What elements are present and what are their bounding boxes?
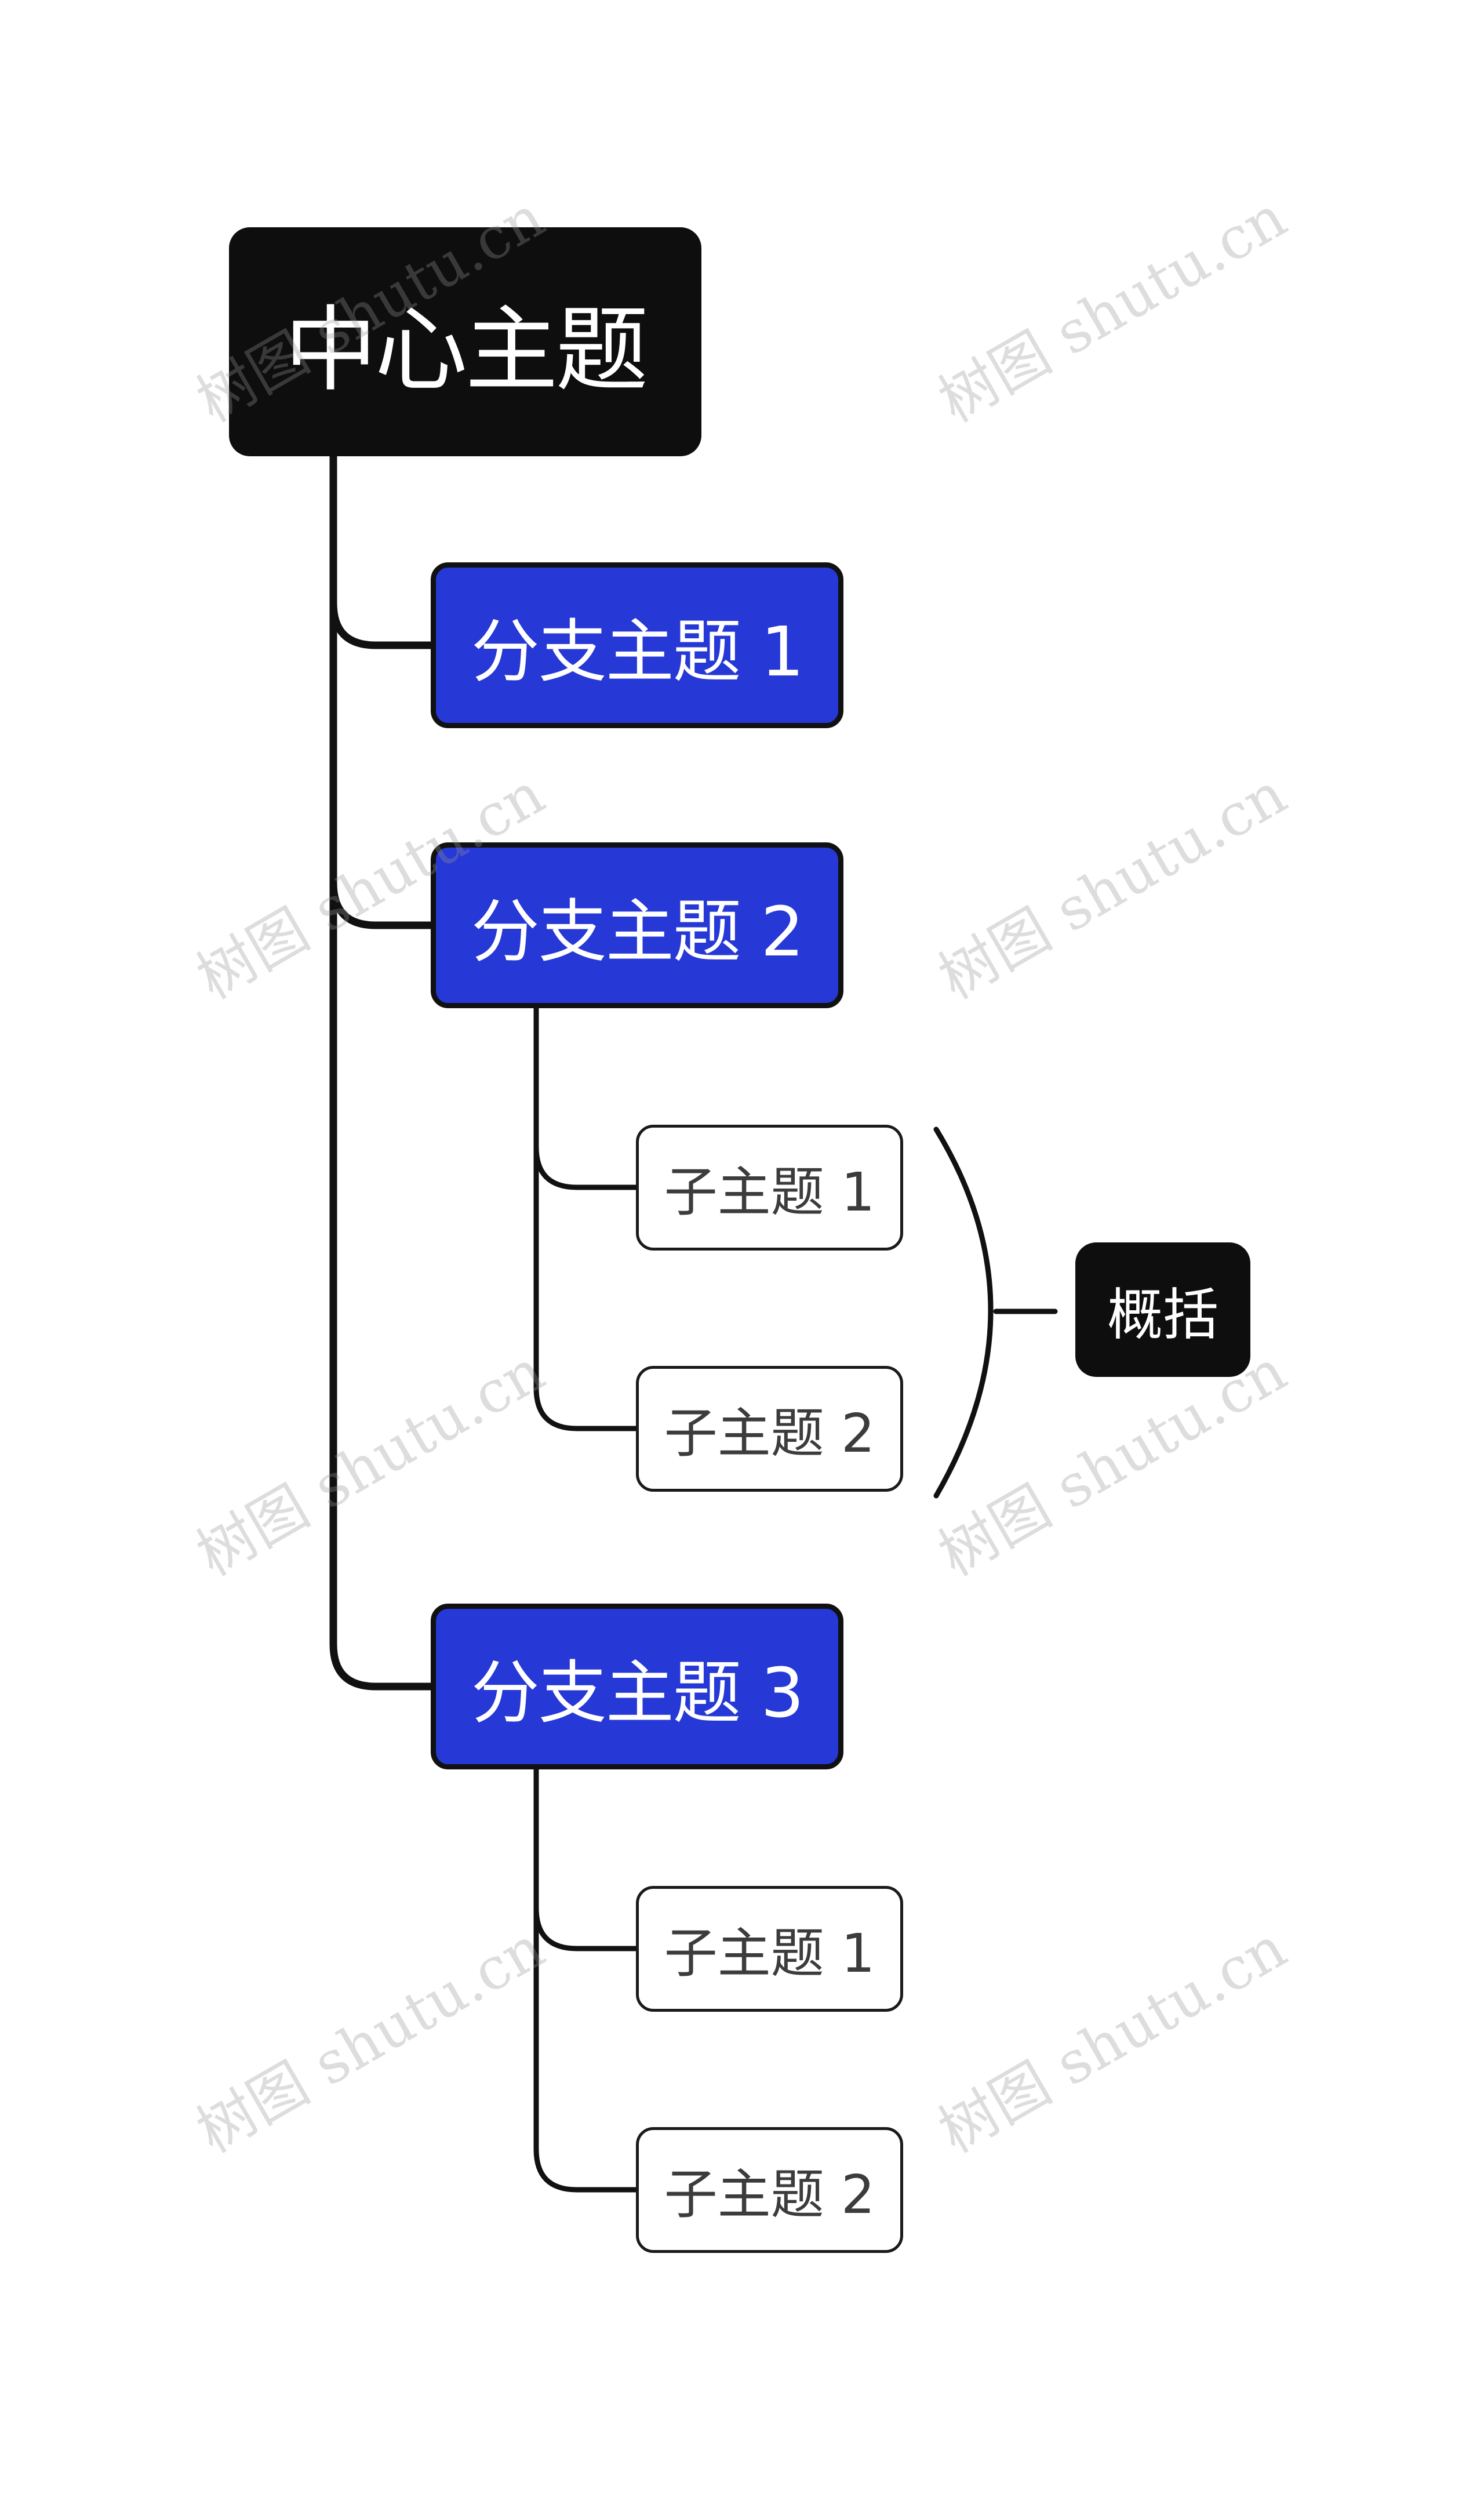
branch-topic-label: 分支主题 1 (471, 611, 805, 692)
subtopic-label: 子主题 1 (664, 1922, 875, 1984)
connector-root-branch-1 (329, 452, 435, 649)
central-topic-label: 中心主题 (284, 295, 648, 404)
summary-bracket (933, 1126, 994, 1499)
connector-branch-2-sub-2 (533, 1144, 639, 1431)
connector-root-branch-2 (329, 599, 435, 929)
branch-topic-label: 分支主题 3 (471, 1652, 805, 1733)
connector-root-branch-3 (329, 879, 435, 1691)
subtopic-label: 子主题 1 (664, 1161, 875, 1223)
branch-topic-1[interactable]: 分支主题 1 (431, 562, 843, 728)
connector-branch-3-sub-1 (533, 1767, 639, 1951)
subtopic-3-1[interactable]: 子主题 1 (636, 1886, 903, 2012)
connector-branch-3-sub-2 (533, 1905, 639, 2193)
connector-branch-2-sub-1 (533, 1005, 639, 1190)
branch-topic-3[interactable]: 分支主题 3 (431, 1604, 843, 1769)
summary-topic[interactable]: 概括 (1075, 1242, 1250, 1377)
subtopic-3-2[interactable]: 子主题 2 (636, 2127, 903, 2253)
subtopic-label: 子主题 2 (664, 1402, 875, 1464)
branch-topic-label: 分支主题 2 (471, 891, 805, 972)
subtopic-label: 子主题 2 (664, 2164, 875, 2226)
branch-topic-2[interactable]: 分支主题 2 (431, 842, 843, 1008)
central-topic[interactable]: 中心主题 (229, 227, 701, 456)
summary-label: 概括 (1107, 1282, 1219, 1347)
subtopic-2-1[interactable]: 子主题 1 (636, 1125, 903, 1251)
subtopic-2-2[interactable]: 子主题 2 (636, 1366, 903, 1492)
